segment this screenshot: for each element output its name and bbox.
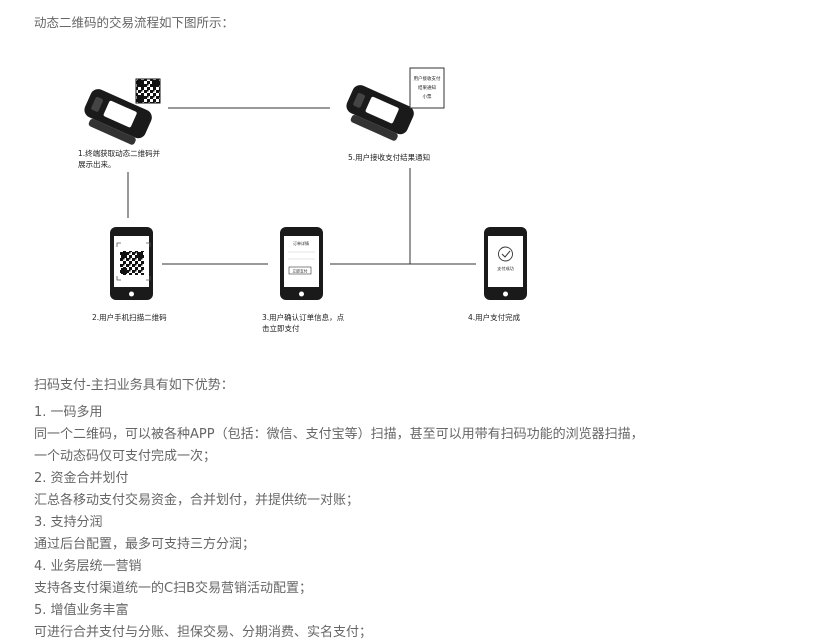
connector-lines	[127, 107, 476, 265]
svg-text:小票: 小票	[423, 93, 432, 100]
step3-label: 3.用户确认订单信息，点	[262, 312, 345, 322]
advantage-desc: 通过后台配置，最多可支持三方分润；	[34, 537, 256, 552]
advantages-list: 1. 一码多用 同一个二维码，可以被各种APP（包括：微信、支付宝等）扫描，甚至…	[34, 402, 644, 644]
advantage-title: 1. 一码多用	[34, 405, 103, 420]
receipt-icon: 用户接收支付 结果通知 小票	[409, 67, 445, 109]
advantage-item: 4. 业务层统一营销 支持各支付渠道统一的C扫B交易营销活动配置；	[34, 556, 644, 600]
svg-text:立即支付: 立即支付	[292, 269, 307, 274]
step3-label: 击立即支付	[262, 323, 300, 333]
svg-text:订单详情: 订单详情	[293, 240, 309, 246]
step1-label: 展示出来。	[78, 159, 116, 169]
step4-label: 4.用户支付完成	[468, 312, 521, 322]
advantage-item: 3. 支持分润 通过后台配置，最多可支持三方分润；	[34, 512, 644, 556]
advantage-title: 2. 资金合并划付	[34, 471, 129, 486]
intro-text: 动态二维码的交易流程如下图所示：	[34, 15, 235, 30]
phone-order-icon: 订单详情 立即支付	[280, 227, 323, 300]
advantage-title: 5. 增值业务丰富	[34, 603, 129, 618]
step2-label: 2.用户手机扫描二维码	[92, 312, 167, 322]
step1-label: 1.终端获取动态二维码并	[78, 148, 161, 158]
step5-label: 5.用户接收支付结果通知	[348, 152, 430, 162]
section-title: 扫码支付-主扫业务具有如下优势：	[34, 378, 234, 393]
svg-text:支付成功: 支付成功	[497, 265, 514, 272]
pos-terminal-icon	[84, 89, 152, 145]
phone-success-icon: 支付成功	[484, 227, 527, 300]
advantage-desc: 一个动态码仅可支付完成一次；	[34, 449, 217, 464]
svg-text:结果通知: 结果通知	[418, 84, 436, 91]
advantage-item: 2. 资金合并划付 汇总各移动支付交易资金，合并划付，并提供统一对账；	[34, 468, 644, 512]
pos-terminal-icon	[346, 85, 414, 141]
advantage-desc: 同一个二维码，可以被各种APP（包括：微信、支付宝等）扫描，甚至可以用带有扫码功…	[34, 427, 644, 442]
svg-text:用户接收支付: 用户接收支付	[414, 75, 441, 82]
advantage-desc: 汇总各移动支付交易资金，合并划付，并提供统一对账；	[34, 493, 360, 508]
advantage-desc: 可进行合并支付与分账、担保交易、分期消费、实名支付；	[34, 625, 373, 640]
advantage-title: 3. 支持分润	[34, 515, 103, 530]
advantage-item: 5. 增值业务丰富 可进行合并支付与分账、担保交易、分期消费、实名支付；	[34, 600, 644, 644]
advantage-desc: 支持各支付渠道统一的C扫B交易营销活动配置；	[34, 581, 312, 596]
advantage-item: 1. 一码多用 同一个二维码，可以被各种APP（包括：微信、支付宝等）扫描，甚至…	[34, 402, 644, 468]
phone-scan-icon	[110, 227, 153, 300]
advantage-title: 4. 业务层统一营销	[34, 559, 142, 574]
